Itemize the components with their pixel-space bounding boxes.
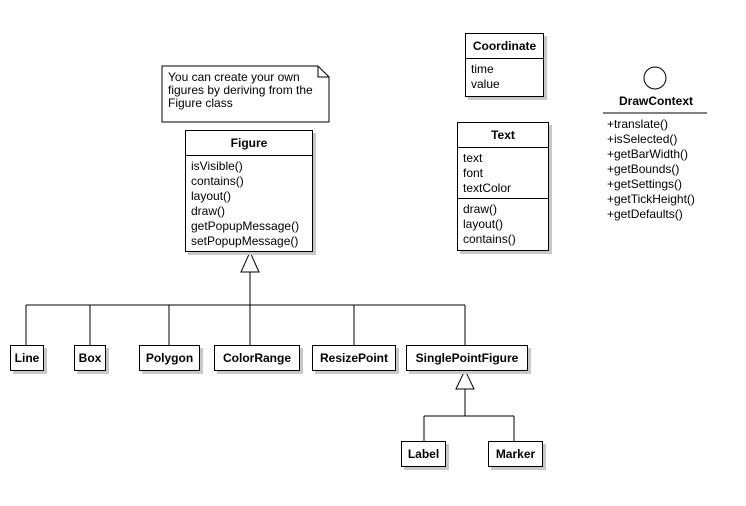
singlepointfigure-class: SinglePointFigure (406, 345, 528, 371)
class-methods: draw() layout() contains() (458, 198, 548, 249)
operation: +translate() (607, 117, 669, 131)
class-attributes: text font textColor (458, 148, 548, 198)
drawcontext-interface-name: DrawContext (618, 94, 693, 108)
method: layout() (463, 217, 504, 231)
operation: +getBarWidth() (607, 147, 689, 161)
attribute: text (463, 151, 483, 165)
operation: +getDefaults() (607, 207, 683, 221)
method: contains() (463, 232, 516, 246)
class-methods: isVisible() contains() layout() draw() g… (186, 156, 312, 251)
marker-class: Marker (488, 441, 543, 467)
box-class: Box (74, 345, 106, 371)
method: getPopupMessage() (191, 219, 300, 233)
method: setPopupMessage() (191, 234, 299, 248)
class-name: Figure (186, 131, 312, 156)
method: draw() (463, 202, 498, 216)
method: contains() (191, 174, 244, 188)
operation: +getTickHeight() (607, 192, 695, 206)
resizepoint-class: ResizePoint (312, 345, 396, 371)
method: draw() (191, 204, 226, 218)
line-class: Line (10, 345, 44, 371)
text-class: Text text font textColor draw() layout()… (457, 122, 549, 251)
class-name: Coordinate (466, 34, 543, 59)
note-fold (317, 66, 329, 78)
label-class: Label (401, 441, 446, 467)
attribute: value (471, 77, 500, 91)
attribute: time (471, 62, 494, 76)
coordinate-class: Coordinate time value (465, 33, 544, 97)
attribute: font (463, 166, 484, 180)
figure-generalization-arrowhead (240, 250, 260, 273)
drawcontext-operations: +translate() +isSelected() +getBarWidth(… (607, 117, 695, 222)
method: isVisible() (191, 159, 243, 173)
polygon-class: Polygon (139, 345, 200, 371)
operation: +getSettings() (607, 177, 683, 191)
operation: +isSelected() (607, 132, 678, 146)
attribute: textColor (463, 181, 512, 195)
colorrange-class: ColorRange (214, 345, 300, 371)
singlepoint-generalization-arrowhead (455, 368, 475, 390)
class-name: Text (458, 123, 548, 148)
figure-class: Figure isVisible() contains() layout() d… (185, 130, 313, 252)
method: layout() (191, 189, 232, 203)
drawcontext-interface-circle (643, 66, 667, 90)
class-attributes: time value (466, 59, 543, 94)
singlepoint-inheritance-connector (423, 389, 515, 441)
figure-inheritance-connector (25, 272, 466, 345)
operation: +getBounds() (607, 162, 680, 176)
note-text: You can create your own figures by deriv… (168, 70, 313, 110)
note-shape (161, 65, 330, 123)
